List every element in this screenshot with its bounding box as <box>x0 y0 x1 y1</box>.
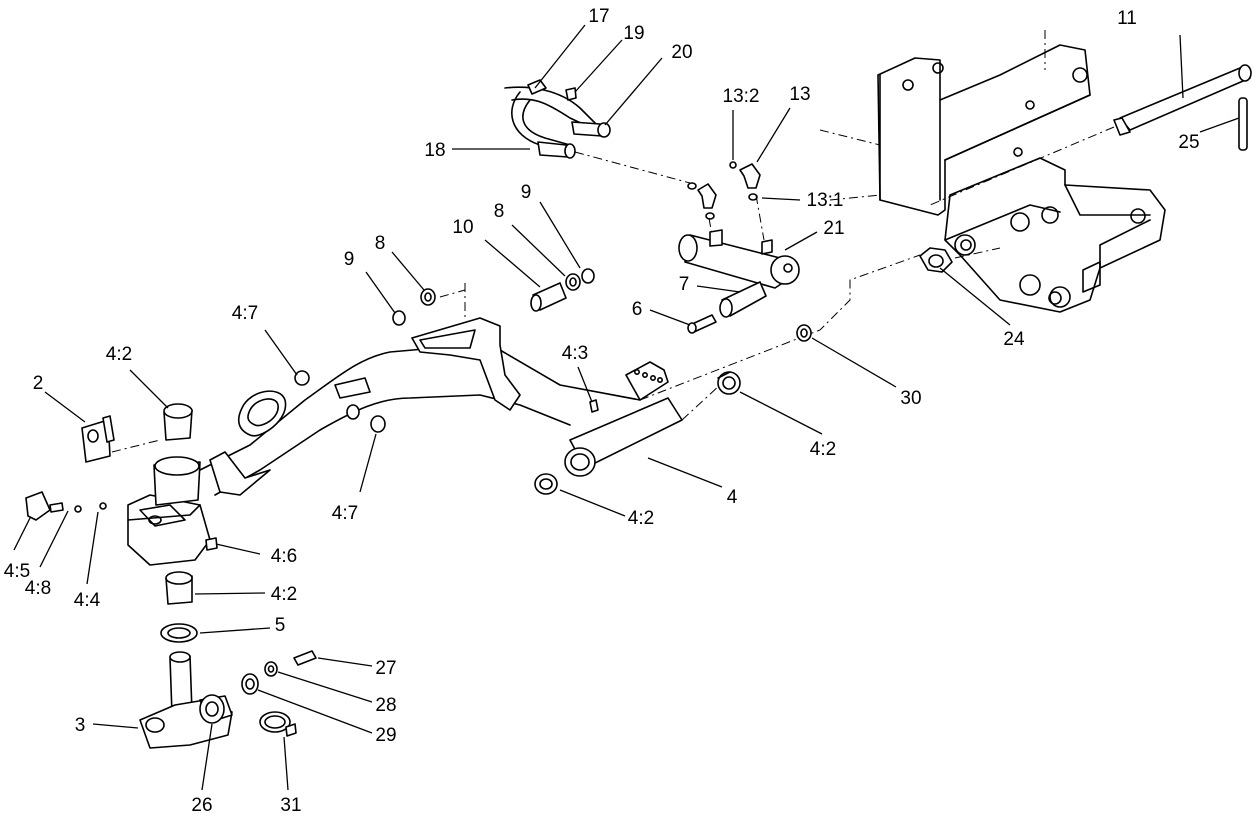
latch-part-2 <box>81 415 161 463</box>
clip-part-25 <box>1238 97 1248 151</box>
arm-part-4 <box>199 254 921 496</box>
callout-8-left: 8 <box>375 233 386 254</box>
callout-9-left: 9 <box>344 249 355 270</box>
callout-10: 10 <box>452 217 473 238</box>
leader-lines <box>13 24 1240 791</box>
callout-13-2: 13:2 <box>723 86 760 107</box>
fittings-part-13 <box>687 161 765 241</box>
callout-3: 3 <box>75 715 86 736</box>
callout-27: 27 <box>375 658 396 679</box>
bushings-upper-lower <box>163 403 193 605</box>
callout-4: 4 <box>727 487 738 508</box>
callout-2: 2 <box>33 373 44 394</box>
callout-31: 31 <box>280 795 301 816</box>
callout-28: 28 <box>375 695 396 716</box>
spindle-housing <box>127 456 218 566</box>
frame-assembly <box>819 30 1166 313</box>
callout-4-6: 4:6 <box>271 546 297 567</box>
callout-6: 6 <box>632 299 643 320</box>
knob-parts-4-5-4-8-4-4 <box>25 491 107 521</box>
callout-4-2-tube: 4:2 <box>628 508 654 529</box>
callout-7: 7 <box>679 274 690 295</box>
callout-30: 30 <box>900 388 921 409</box>
callout-19: 19 <box>623 23 644 44</box>
callout-18: 18 <box>424 140 445 161</box>
callout-24: 24 <box>1003 329 1025 350</box>
callout-4-2-lower: 4:2 <box>271 584 297 605</box>
callout-13: 13 <box>789 84 810 105</box>
hardware-parts-27-28-29-31 <box>241 650 317 737</box>
callout-4-5: 4:5 <box>4 561 30 582</box>
callout-4-4: 4:4 <box>74 590 101 611</box>
callout-9-right: 9 <box>521 182 532 203</box>
callout-4-2-top: 4:2 <box>106 344 132 365</box>
spindle-part-3 <box>139 651 233 749</box>
bushings-part-4-2 <box>534 371 741 495</box>
nut-part-24 <box>919 247 1001 273</box>
callout-11: 11 <box>1117 8 1137 29</box>
bushings-parts-8-9-10 <box>392 268 595 326</box>
washer-part-5 <box>160 623 198 643</box>
pin-part-11 <box>929 64 1252 206</box>
callout-labels: 17 19 20 18 13:2 13 13:1 11 25 9 8 10 8 … <box>4 6 1200 816</box>
callout-21: 21 <box>823 218 844 239</box>
hose-assembly <box>504 79 691 184</box>
callout-26: 26 <box>191 795 212 816</box>
cylinder-part-21 <box>678 229 800 289</box>
callout-8-right: 8 <box>494 201 505 222</box>
callout-5: 5 <box>275 615 286 636</box>
callout-4-2-right: 4:2 <box>810 439 836 460</box>
callout-17: 17 <box>588 6 609 27</box>
washer-part-30 <box>796 324 812 342</box>
callout-13-1: 13:1 <box>807 190 844 211</box>
callout-4-7-top: 4:7 <box>232 303 258 324</box>
callout-4-7-bottom: 4:7 <box>332 503 358 524</box>
callout-4-3: 4:3 <box>562 343 588 364</box>
bolt-part-6 <box>687 314 717 334</box>
callout-25: 25 <box>1178 132 1199 153</box>
callout-29: 29 <box>375 725 396 746</box>
pin-part-7 <box>719 281 767 318</box>
callout-4-8: 4:8 <box>25 578 51 599</box>
callout-20: 20 <box>671 42 692 63</box>
